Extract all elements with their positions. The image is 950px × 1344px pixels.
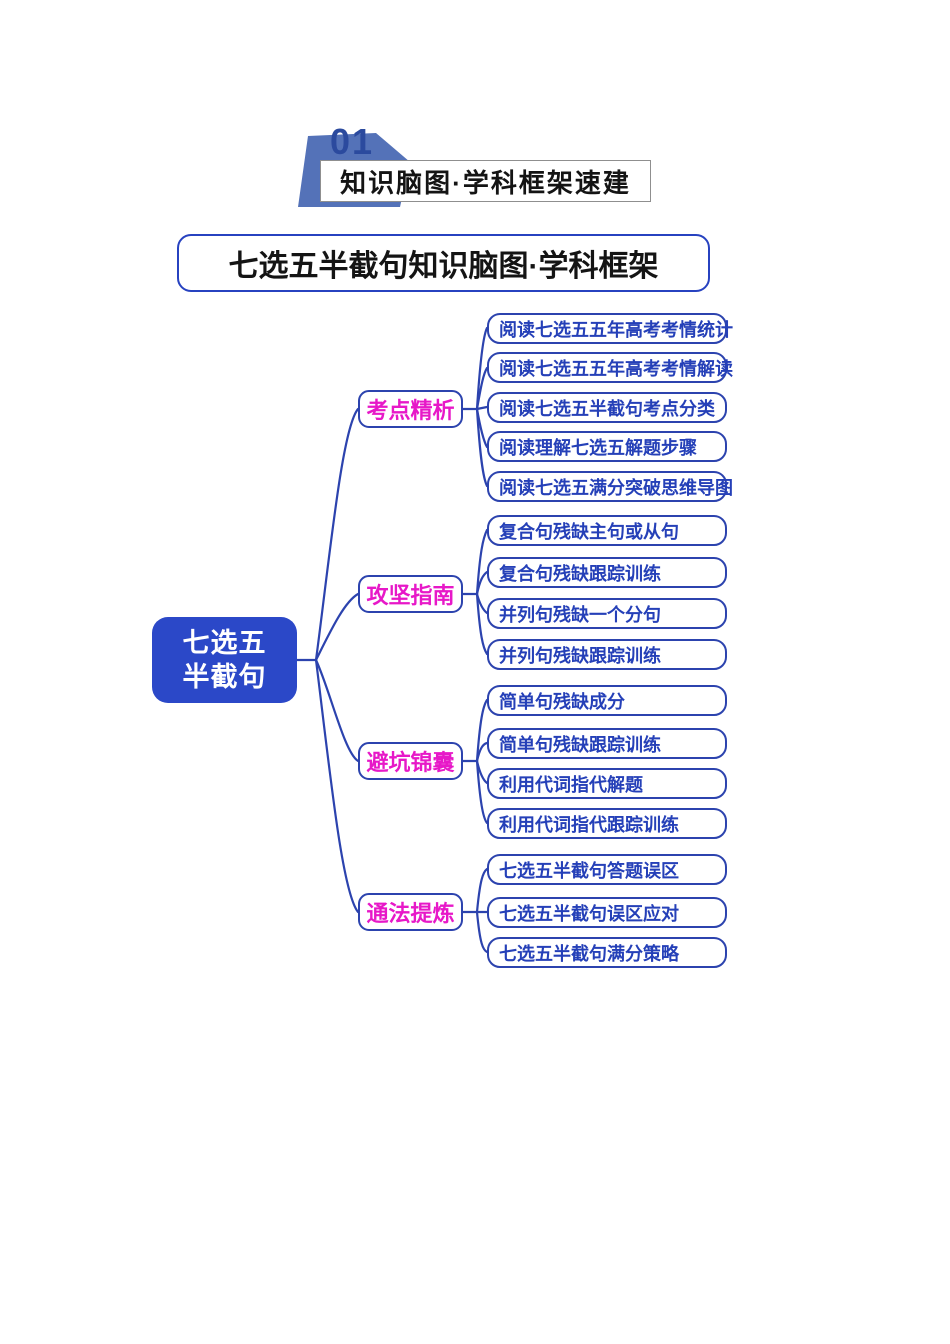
leaf-node: 简单句残缺跟踪训练 bbox=[487, 728, 727, 759]
connector-branch-leaf bbox=[475, 407, 489, 488]
branch-node-bikengjinnang: 避坑锦囊 bbox=[358, 742, 463, 780]
connector-root-branch bbox=[314, 658, 360, 763]
connector-branch-leaf bbox=[475, 326, 489, 411]
leaf-node: 七选五半截句满分策略 bbox=[487, 937, 727, 968]
root-label-line2: 半截句 bbox=[182, 662, 267, 692]
connector-branch-leaf bbox=[475, 867, 489, 914]
leaf-node: 并列句残缺跟踪训练 bbox=[487, 639, 727, 670]
connector-branch-leaf bbox=[475, 366, 489, 411]
leaf-node: 阅读七选五五年高考考情解读 bbox=[487, 352, 733, 383]
branch-node-tongfatilian: 通法提炼 bbox=[358, 893, 463, 931]
connector-root-branch bbox=[314, 658, 360, 914]
leaf-node: 并列句残缺一个分句 bbox=[487, 598, 727, 629]
connector-branch-leaf bbox=[475, 570, 489, 596]
leaf-node: 七选五半截句答题误区 bbox=[487, 854, 727, 885]
diagram-title: 七选五半截句知识脑图·学科框架 bbox=[177, 234, 710, 292]
connector-branch-leaf bbox=[475, 698, 489, 763]
leaf-node: 阅读七选五半截句考点分类 bbox=[487, 392, 727, 423]
leaf-node: 利用代词指代解题 bbox=[487, 768, 727, 799]
connector-branch-leaf bbox=[475, 759, 489, 825]
leaf-node: 复合句残缺主句或从句 bbox=[487, 515, 727, 546]
leaf-node: 阅读七选五五年高考考情统计 bbox=[487, 313, 733, 344]
connector-branch-leaf bbox=[475, 592, 489, 656]
mindmap-root-node: 七选五 半截句 bbox=[152, 617, 297, 703]
branch-node-gongjianzhinan: 攻坚指南 bbox=[358, 575, 463, 613]
leaf-node: 七选五半截句误区应对 bbox=[487, 897, 727, 928]
connector-branch-leaf bbox=[475, 405, 489, 411]
section-number-badge: 01 bbox=[330, 121, 375, 162]
connector-branch-leaf bbox=[475, 741, 489, 763]
leaf-node: 简单句残缺成分 bbox=[487, 685, 727, 716]
connector-branch-leaf bbox=[475, 528, 489, 596]
connector-root-branch bbox=[314, 592, 360, 662]
root-label-line1: 七选五 bbox=[182, 628, 267, 658]
leaf-node: 利用代词指代跟踪训练 bbox=[487, 808, 727, 839]
leaf-node: 复合句残缺跟踪训练 bbox=[487, 557, 727, 588]
branch-node-kaodianjingxi: 考点精析 bbox=[358, 390, 463, 428]
connector-root-branch bbox=[314, 407, 360, 662]
section-header-title: 知识脑图·学科框架速建 bbox=[320, 160, 651, 202]
connector-branch-leaf bbox=[475, 910, 489, 954]
leaf-node: 阅读七选五满分突破思维导图 bbox=[487, 471, 733, 502]
leaf-node: 阅读理解七选五解题步骤 bbox=[487, 431, 727, 462]
